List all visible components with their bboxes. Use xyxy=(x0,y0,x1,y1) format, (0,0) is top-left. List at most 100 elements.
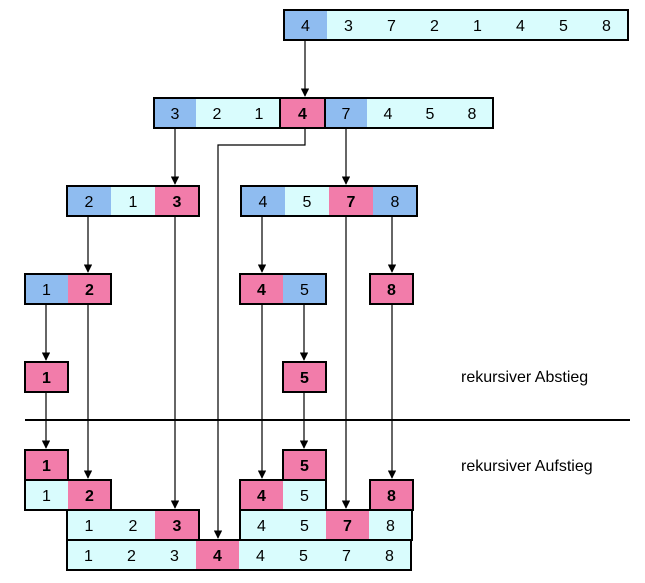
svg-text:5: 5 xyxy=(559,18,568,35)
svg-text:4: 4 xyxy=(384,106,393,123)
svg-text:1: 1 xyxy=(42,370,51,387)
row4-mid-cell: 5 xyxy=(283,274,326,304)
row4-left-cell: 1 xyxy=(25,274,68,304)
svg-text:3: 3 xyxy=(173,194,182,211)
svg-text:2: 2 xyxy=(85,194,94,211)
row1-cell: 4 xyxy=(499,10,542,40)
svg-text:1: 1 xyxy=(255,106,264,123)
svg-text:2: 2 xyxy=(85,282,94,299)
row5-left-border xyxy=(24,361,69,393)
asc-final-cell: 2 xyxy=(110,540,153,570)
asc-4578-cell: 4 xyxy=(240,510,283,540)
svg-text:4: 4 xyxy=(257,282,266,299)
asc-5-cell: 5 xyxy=(283,450,326,480)
row1-cell: 5 xyxy=(542,10,585,40)
svg-text:5: 5 xyxy=(300,458,309,475)
svg-text:8: 8 xyxy=(386,518,395,535)
row3-left-cell: 2 xyxy=(67,186,111,216)
asc-final-cell: 4 xyxy=(196,540,239,570)
row5-right-cell: 5 xyxy=(283,362,326,392)
svg-text:2: 2 xyxy=(85,488,94,505)
row1-border xyxy=(283,9,629,41)
svg-text:4: 4 xyxy=(298,106,307,123)
row2-right-border xyxy=(324,97,494,129)
asc-123-cell: 1 xyxy=(67,510,111,540)
svg-text:4: 4 xyxy=(257,518,266,535)
asc-final-cell: 5 xyxy=(282,540,325,570)
svg-text:4: 4 xyxy=(257,488,266,505)
svg-text:1: 1 xyxy=(42,458,51,475)
descent-label: rekursiver Abstieg xyxy=(461,369,589,386)
asc-4578-cell: 8 xyxy=(369,510,412,540)
svg-text:1: 1 xyxy=(42,282,51,299)
row2-right-cell: 4 xyxy=(367,98,409,128)
svg-text:2: 2 xyxy=(129,518,138,535)
row2-right-cell: 8 xyxy=(451,98,493,128)
row4-mid-cell: 4 xyxy=(240,274,283,304)
arrow-asc-pivot xyxy=(213,128,306,539)
svg-text:5: 5 xyxy=(300,518,309,535)
asc-12-cell: 1 xyxy=(25,480,68,510)
row1-cell: 7 xyxy=(370,10,413,40)
svg-text:5: 5 xyxy=(300,488,309,505)
asc-45-cell: 4 xyxy=(240,480,283,510)
asc-8-cell: 8 xyxy=(370,480,413,510)
row3-right-border xyxy=(240,185,418,217)
svg-text:5: 5 xyxy=(303,194,312,211)
row2-right-cell: 5 xyxy=(409,98,451,128)
svg-text:2: 2 xyxy=(430,18,439,35)
svg-text:7: 7 xyxy=(387,18,396,35)
asc-123-cell: 2 xyxy=(111,510,155,540)
row2-right-cell: 7 xyxy=(325,98,367,128)
svg-text:7: 7 xyxy=(343,518,352,535)
svg-text:7: 7 xyxy=(342,106,351,123)
svg-text:2: 2 xyxy=(213,106,222,123)
svg-text:1: 1 xyxy=(42,488,51,505)
row1-cell: 1 xyxy=(456,10,499,40)
asc-final-cell: 3 xyxy=(153,540,196,570)
svg-text:5: 5 xyxy=(300,282,309,299)
svg-text:7: 7 xyxy=(347,194,356,211)
svg-text:4: 4 xyxy=(301,18,310,35)
row3-right-cell: 5 xyxy=(285,186,329,216)
row3-right-cell: 8 xyxy=(373,186,417,216)
row1-cell: 4 xyxy=(284,10,327,40)
svg-text:7: 7 xyxy=(342,548,351,565)
svg-text:8: 8 xyxy=(387,282,396,299)
svg-text:4: 4 xyxy=(516,18,525,35)
svg-text:3: 3 xyxy=(173,518,182,535)
svg-text:4: 4 xyxy=(213,548,222,565)
svg-text:3: 3 xyxy=(170,548,179,565)
asc-12-cell: 2 xyxy=(68,480,111,510)
row2-left-cell: 1 xyxy=(238,98,280,128)
svg-text:1: 1 xyxy=(129,194,138,211)
asc-final-cell: 4 xyxy=(239,540,282,570)
row2-left-cell: 2 xyxy=(196,98,238,128)
svg-text:8: 8 xyxy=(385,548,394,565)
row3-right-cell: 4 xyxy=(241,186,285,216)
svg-text:5: 5 xyxy=(300,370,309,387)
row4-right-cell: 8 xyxy=(370,274,413,304)
row1-cell: 2 xyxy=(413,10,456,40)
svg-text:1: 1 xyxy=(473,18,482,35)
asc-123-cell: 3 xyxy=(155,510,199,540)
svg-text:8: 8 xyxy=(387,488,396,505)
svg-text:1: 1 xyxy=(85,518,94,535)
row5-left-cell: 1 xyxy=(25,362,68,392)
asc-1-cell: 1 xyxy=(25,450,68,480)
svg-text:5: 5 xyxy=(299,548,308,565)
svg-text:1: 1 xyxy=(84,548,93,565)
asc-final-cell: 7 xyxy=(325,540,368,570)
svg-text:2: 2 xyxy=(127,548,136,565)
row3-right-cell: 7 xyxy=(329,186,373,216)
row4-mid-border xyxy=(239,273,327,305)
row3-left-cell: 1 xyxy=(111,186,155,216)
svg-text:4: 4 xyxy=(256,548,265,565)
asc-45-cell: 5 xyxy=(283,480,326,510)
row2-left-cell: 3 xyxy=(154,98,196,128)
asc-4578-cell: 5 xyxy=(283,510,326,540)
row1-cell: 8 xyxy=(585,10,628,40)
svg-text:8: 8 xyxy=(602,18,611,35)
row4-left-border xyxy=(24,273,112,305)
